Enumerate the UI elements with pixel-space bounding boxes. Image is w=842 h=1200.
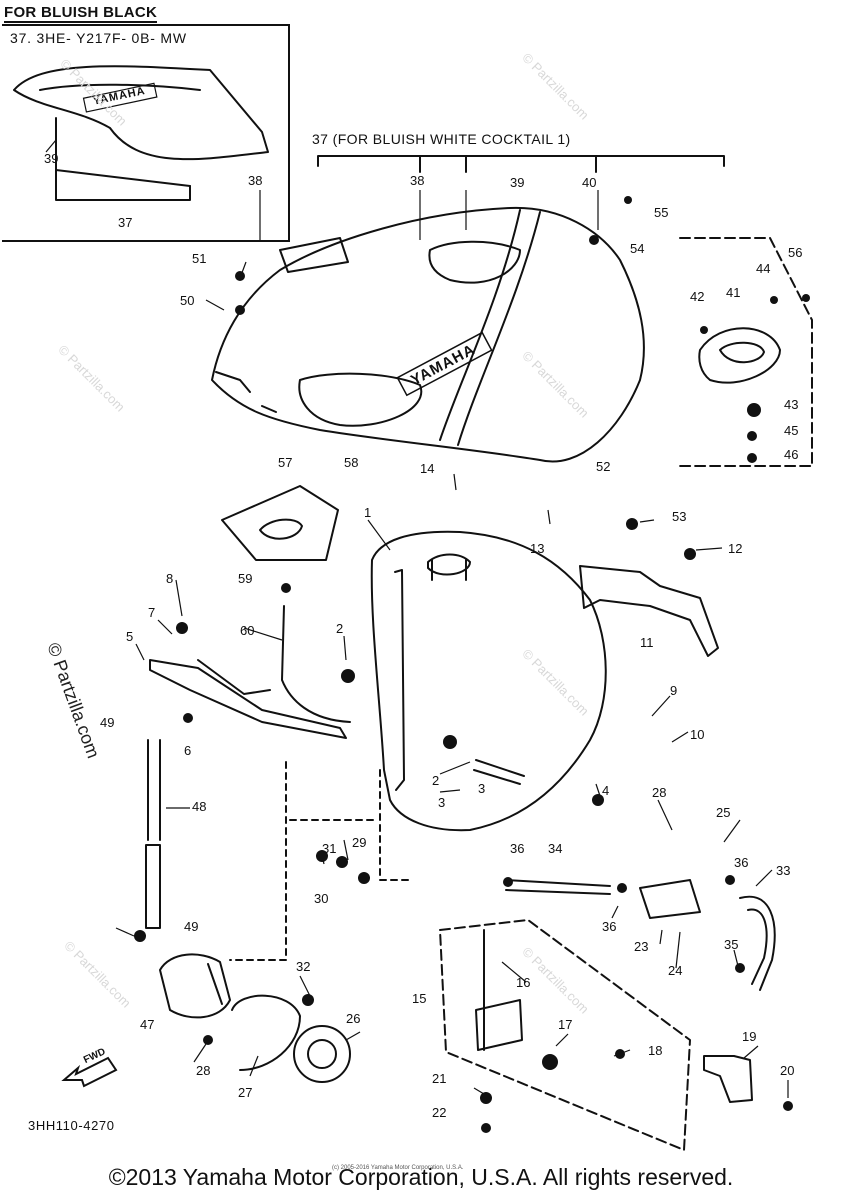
callout-32: 32	[296, 959, 311, 974]
callout-36: 36	[734, 855, 749, 870]
callout-22: 22	[432, 1105, 447, 1120]
callout-9: 9	[670, 683, 678, 698]
inset-label-39: 39	[44, 151, 59, 166]
callout-48: 48	[192, 799, 207, 814]
copyright-footer: ©2013 Yamaha Motor Corporation, U.S.A. A…	[108, 1164, 734, 1190]
callout-2: 2	[432, 773, 440, 788]
callout-18: 18	[648, 1043, 663, 1058]
callout-52: 52	[596, 459, 611, 474]
callout-8: 8	[166, 571, 174, 586]
callout-39: 39	[510, 175, 525, 190]
callout-55: 55	[654, 205, 669, 220]
callout-15: 15	[412, 991, 427, 1006]
callout-33: 33	[776, 863, 791, 878]
callout-58: 58	[344, 455, 359, 470]
callout-19: 19	[742, 1029, 757, 1044]
callout-45: 45	[784, 423, 799, 438]
callout-6: 6	[184, 743, 192, 758]
callout-17: 17	[558, 1017, 573, 1032]
callout-44: 44	[756, 261, 771, 276]
callout-1: 1	[364, 505, 372, 520]
callout-38: 38	[410, 173, 425, 188]
callout-11: 11	[640, 635, 654, 650]
callout-28: 28	[196, 1063, 211, 1078]
callout-34: 34	[548, 841, 563, 856]
tiny-copyright: (c) 2005-2016 Yamaha Motor Corporation, …	[332, 1165, 464, 1171]
callout-43: 43	[784, 397, 799, 412]
callout-50: 50	[180, 293, 195, 308]
callout-24: 24	[668, 963, 683, 978]
callout-4: 4	[602, 783, 610, 798]
callout-29: 29	[352, 835, 367, 850]
callout-51: 51	[192, 251, 207, 266]
callout-3: 3	[438, 795, 446, 810]
callout-30: 30	[314, 891, 329, 906]
callout-49: 49	[184, 919, 199, 934]
inset-heading: FOR BLUISH BLACK	[4, 4, 158, 23]
callout-23: 23	[634, 939, 649, 954]
callout-40: 40	[582, 175, 597, 190]
fwd-arrow-icon	[60, 1050, 120, 1095]
callout-2: 2	[336, 621, 344, 636]
callout-59: 59	[238, 571, 253, 586]
callout-16: 16	[516, 975, 531, 990]
callout-31: 31	[322, 841, 337, 856]
callout-27: 27	[238, 1085, 253, 1100]
callout-10: 10	[690, 727, 705, 742]
callout-35: 35	[724, 937, 739, 952]
callout-60: 60	[240, 623, 255, 638]
callout-54: 54	[630, 241, 645, 256]
callout-41: 41	[726, 285, 741, 300]
callout-3: 3	[478, 781, 486, 796]
callout-14: 14	[420, 461, 435, 476]
callout-46: 46	[784, 447, 799, 462]
callout-56: 56	[788, 245, 803, 260]
callout-20: 20	[780, 1063, 795, 1078]
callout-7: 7	[148, 605, 156, 620]
inset-label-37: 37	[118, 215, 133, 230]
callout-5: 5	[126, 629, 134, 644]
callout-57: 57	[278, 455, 293, 470]
callout-53: 53	[672, 509, 687, 524]
callout-49: 49	[100, 715, 115, 730]
callout-25: 25	[716, 805, 731, 820]
inset-part-number: 37. 3HE- Y217F- 0B- MW	[10, 30, 187, 46]
diagram-code: 3HH110-4270	[28, 1118, 115, 1133]
callout-12: 12	[728, 541, 743, 556]
callout-42: 42	[690, 289, 705, 304]
callout-36: 36	[602, 919, 617, 934]
callout-47: 47	[140, 1017, 155, 1032]
callout-13: 13	[530, 541, 545, 556]
group-title-37: 37 (FOR BLUISH WHITE COCKTAIL 1)	[312, 131, 571, 147]
callout-38: 38	[248, 173, 263, 188]
callout-28: 28	[652, 785, 667, 800]
callout-26: 26	[346, 1011, 361, 1026]
inset-panel	[2, 24, 290, 242]
callout-21: 21	[432, 1071, 447, 1086]
callout-36: 36	[510, 841, 525, 856]
